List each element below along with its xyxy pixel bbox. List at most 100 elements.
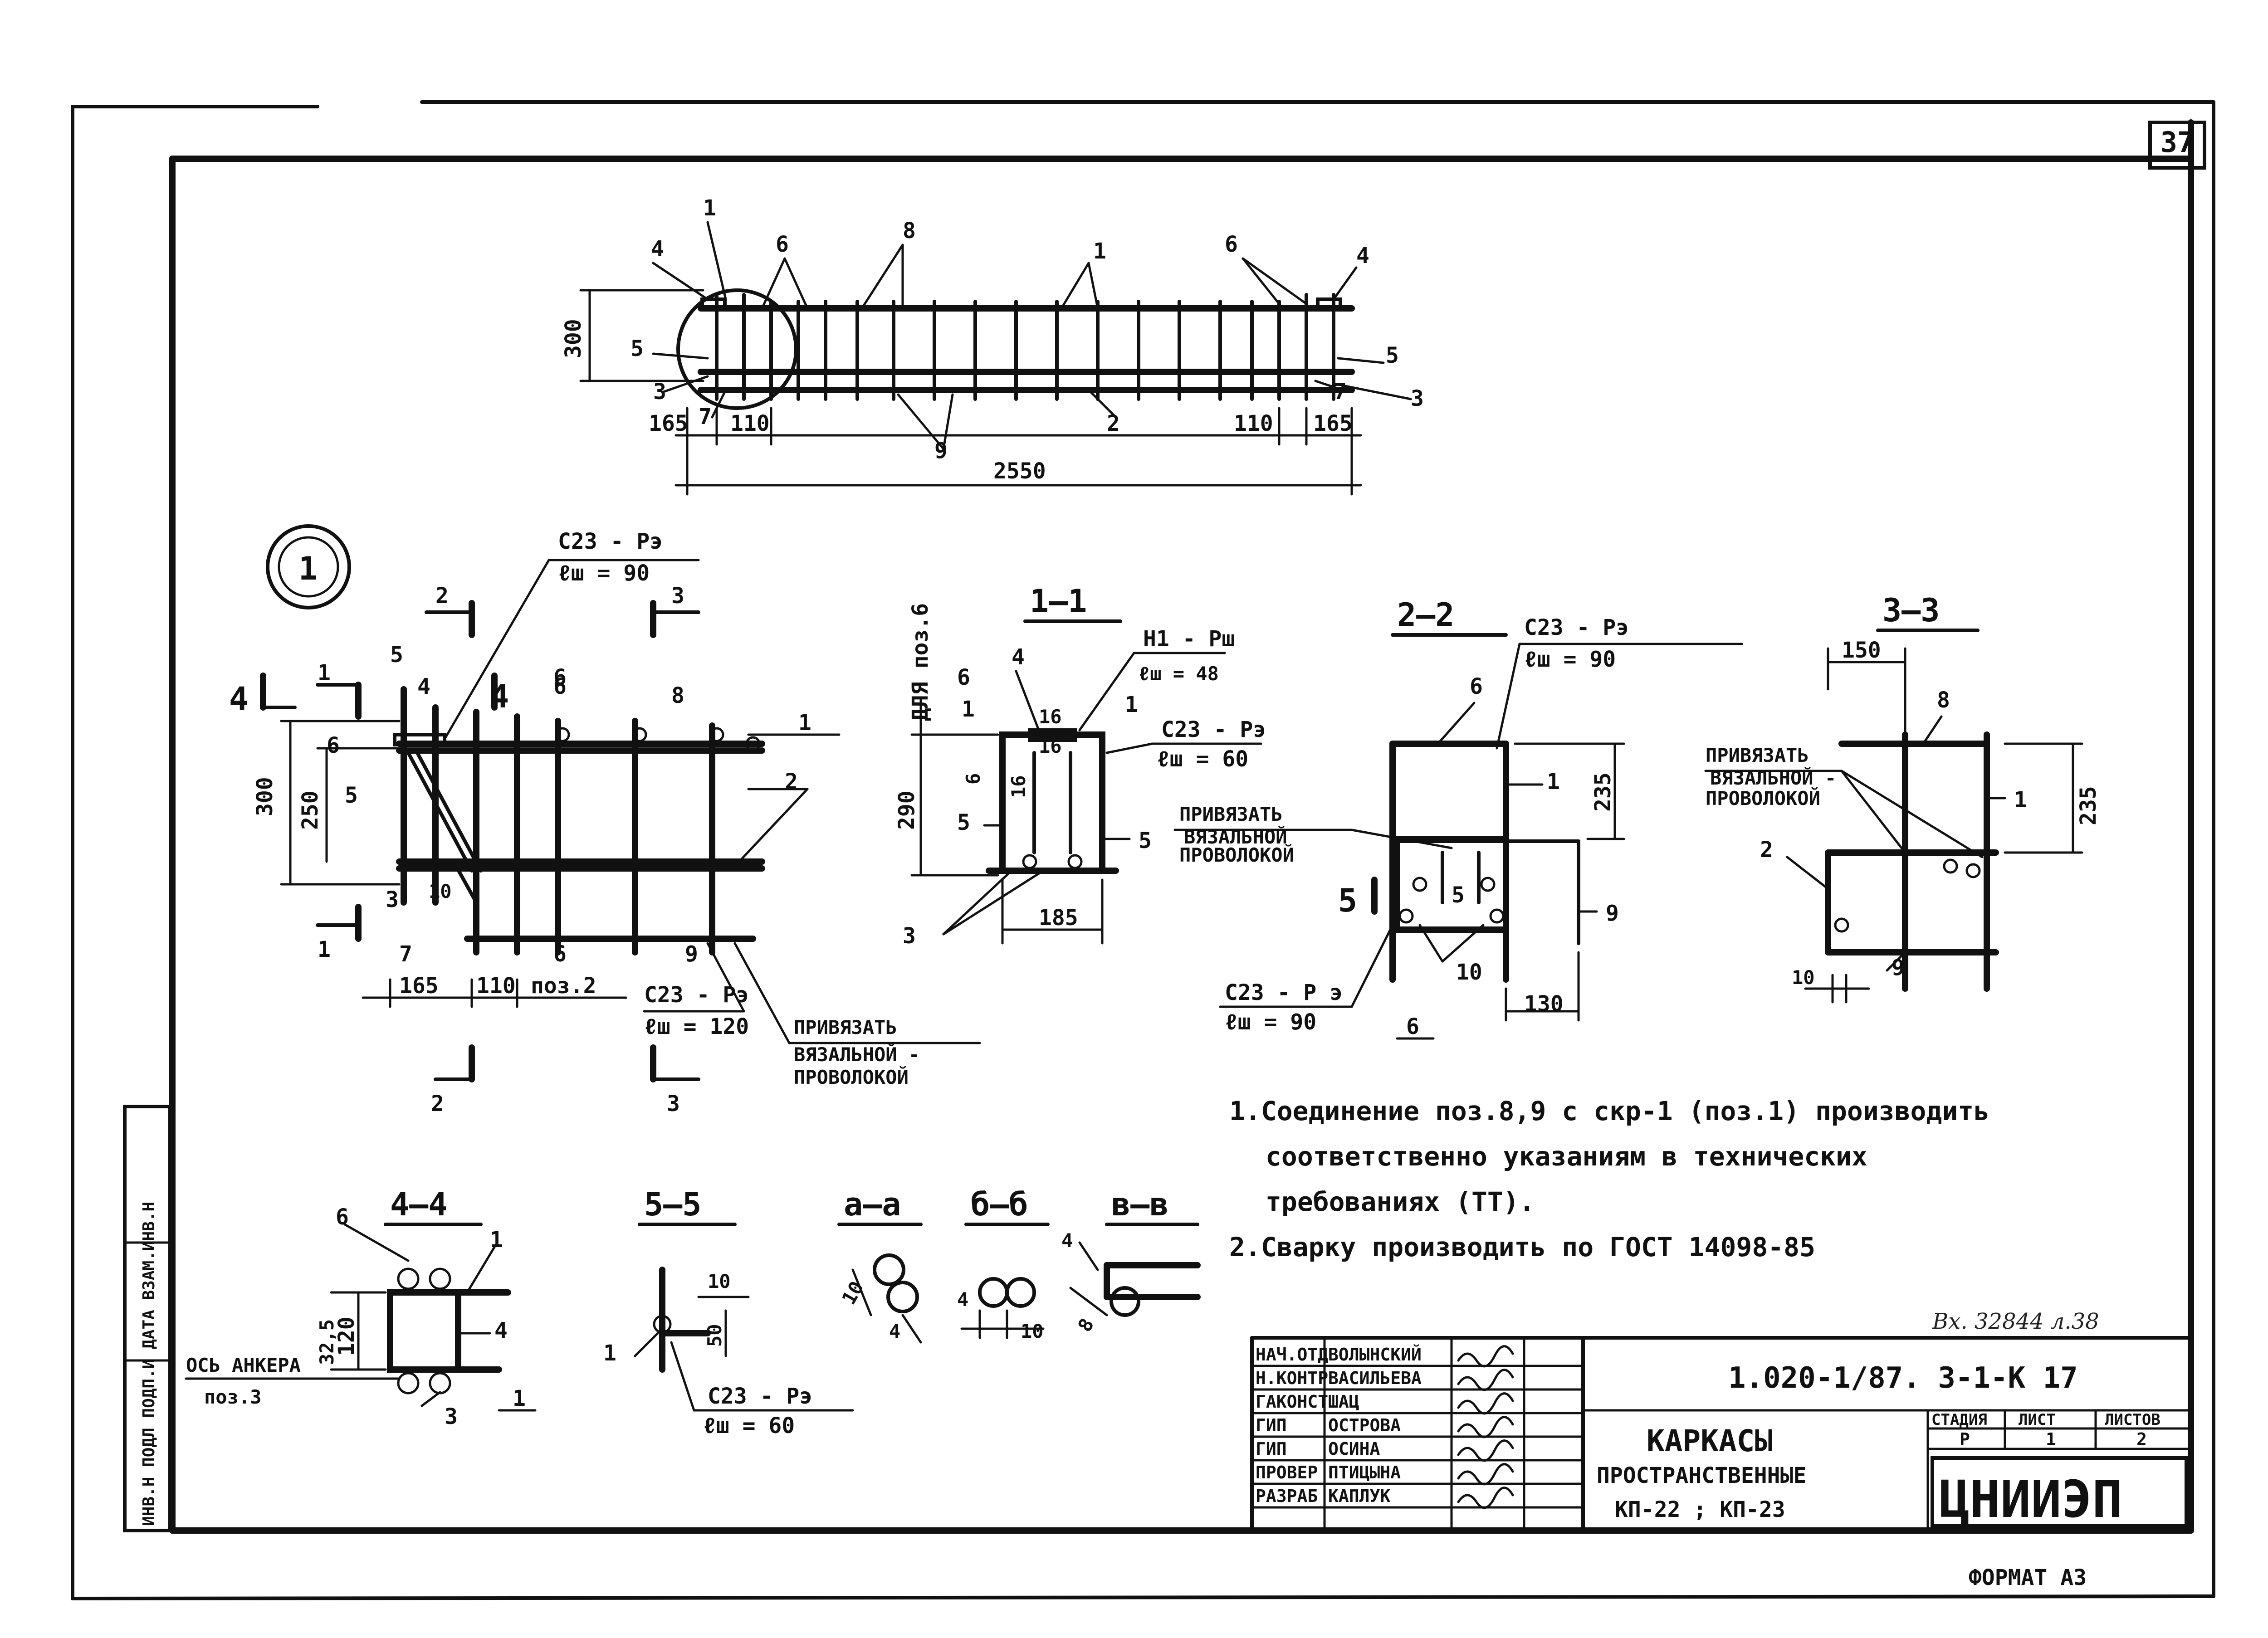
callout: 8 xyxy=(671,683,684,708)
top-dim-total: 2550 xyxy=(993,458,1046,484)
callout: 4 xyxy=(1356,243,1369,268)
callout: 9 xyxy=(1606,901,1619,926)
section-2-2: 2—2 235 130 С23 - Рэ ℓш = 90 С23 - Р э ℓ… xyxy=(1173,596,1743,1040)
anchor-axis-label: ОСЬ АНКЕРА xyxy=(186,1354,301,1376)
section-1-1-height: 290 xyxy=(894,790,919,830)
signature-role: РАЗРАБ xyxy=(1256,1486,1318,1506)
callout: 6 xyxy=(553,665,567,690)
detail-circle-1 xyxy=(676,288,798,410)
section-1-1-weld2-length: ℓш = 60 xyxy=(1157,746,1248,772)
section-2-2-weld2: С23 - Р э xyxy=(1225,980,1343,1005)
handwritten-signatures xyxy=(1457,1345,1514,1509)
section-3-3-tie-line1: ПРИВЯЗАТЬ xyxy=(1706,744,1809,766)
org-logo: ЦНИИЭП xyxy=(1939,1470,2123,1529)
section-3-3-title: 3—3 xyxy=(1882,592,1940,629)
callout: 5 xyxy=(957,810,970,835)
section-mark: 3 xyxy=(671,583,684,609)
dim: 4 xyxy=(889,1320,900,1342)
weld-note-top: С23 - Рэ xyxy=(558,529,663,554)
callout: 7 xyxy=(1334,379,1347,405)
top-dim-r2: 165 xyxy=(1313,411,1353,436)
detail1-dim-250: 250 xyxy=(298,790,323,830)
doc-code: 1.020-1/87. 3-1-К 17 xyxy=(1728,1361,2078,1395)
section-1-1-side-label: ДЛЯ поз.6 xyxy=(908,603,933,721)
weld-note-bottom: С23 - Рэ xyxy=(644,982,749,1008)
callout: 3 xyxy=(653,379,666,405)
signature-role: НАЧ.ОТД xyxy=(1256,1345,1328,1365)
section-1-1-weld2: С23 - Рэ xyxy=(1161,717,1266,742)
callout: 6 xyxy=(336,1204,349,1230)
stage-header: СТАДИЯ xyxy=(1931,1411,1987,1429)
sheets-total: 2 xyxy=(2136,1429,2147,1449)
callout: 1 xyxy=(1547,769,1560,795)
callout: 5 xyxy=(1338,882,1357,919)
callout: 3 xyxy=(386,887,399,912)
callout: 1 xyxy=(798,710,811,736)
callout: 6 xyxy=(957,665,970,690)
section-mark: 3 xyxy=(667,1091,680,1116)
sheet-header: ЛИСТ xyxy=(2019,1411,2056,1429)
callout: 1 xyxy=(603,1341,616,1366)
callout: 5 xyxy=(631,336,644,361)
section-2-2-height: 235 xyxy=(1590,772,1616,812)
section-1-1-title: 1—1 xyxy=(1030,583,1087,620)
callout: 1 xyxy=(1093,239,1106,264)
section-b-b: б—б 4 10 xyxy=(957,1186,1050,1342)
callout: 5 xyxy=(1386,343,1399,368)
section-4-4-title: 4—4 xyxy=(390,1186,447,1223)
section-2-2-tie-line3: ПРОВОЛОКОЙ xyxy=(1179,843,1294,866)
section-4-4-height: 120 xyxy=(334,1316,359,1356)
section-4-4: 4—4 120 32,5 ОСЬ АНКЕРА поз.3 6 1 4 3 1 xyxy=(185,1186,537,1429)
detail1-dim-poz2: поз.2 xyxy=(531,973,596,999)
callout: 2 xyxy=(785,769,798,795)
signature-role: ГИП xyxy=(1256,1415,1287,1435)
callout: 3 xyxy=(445,1404,458,1429)
note-line-3: требованиях (ТТ). xyxy=(1266,1186,1535,1217)
callout: 4 xyxy=(494,1318,508,1343)
callout: 6 xyxy=(776,232,789,257)
signature-name: ОСТРОВА xyxy=(1328,1415,1401,1435)
callout: 5 xyxy=(1139,828,1152,853)
page-number: 37 xyxy=(2160,126,2195,159)
note-line-4: 2.Сварку производить по ГОСТ 14098-85 xyxy=(1229,1232,1815,1263)
section-2-2-weld1: С23 - Рэ xyxy=(1524,615,1629,640)
signature-name: ОСИНА xyxy=(1328,1439,1380,1459)
section-2-2-width: 130 xyxy=(1524,991,1564,1017)
top-dim-l2: 110 xyxy=(730,411,770,436)
callout: 6 xyxy=(1406,1014,1419,1039)
callout: 1 xyxy=(703,195,716,221)
signature-role: ГАКОНСТ xyxy=(1256,1392,1328,1412)
section-b-b-title: б—б xyxy=(971,1186,1028,1223)
section-4-4-offset: 32,5 xyxy=(316,1319,338,1365)
callout: 1 xyxy=(962,697,975,722)
section-v-v: в—в 4 8 xyxy=(1061,1186,1201,1336)
callout: 6 xyxy=(327,733,340,758)
callout: 5 xyxy=(1452,882,1465,908)
callout: 5 xyxy=(345,783,358,808)
tie-note-line1: ПРИВЯЗАТЬ xyxy=(794,1016,897,1038)
section-2-2-title: 2—2 xyxy=(1397,596,1454,634)
section-3-3-dim-10: 10 xyxy=(1792,966,1815,989)
callout: 2 xyxy=(1760,837,1773,863)
section-5-5-weld: С23 - Рэ xyxy=(708,1384,812,1409)
top-view-height-dim: 300 xyxy=(561,319,586,358)
signature-role: Н.КОНТР xyxy=(1256,1368,1328,1388)
signature-name: ШАЦ xyxy=(1328,1392,1359,1412)
left-strip-labels: ИНВ.Н ПОДЛ ПОДП.И ДАТА ВЗАМ.ИНВ.Н xyxy=(140,1202,158,1526)
callout: 9 xyxy=(685,941,698,967)
section-5-5-weld-length: ℓш = 60 xyxy=(703,1413,795,1438)
signature-role: ГИП xyxy=(1256,1439,1287,1459)
callout: 1 xyxy=(1125,692,1138,717)
section-5-5: 5—5 10 50 1 С23 - Рэ ℓш = 60 xyxy=(603,1186,854,1438)
section-mark: 4 xyxy=(229,680,248,717)
section-3-3-tie-line3: ПРОВОЛОКОЙ xyxy=(1706,787,1820,809)
detail-marker-outer xyxy=(266,524,351,609)
callout: 4 xyxy=(651,236,664,262)
callout: 10 xyxy=(1456,960,1482,985)
section-2-2-weld2-length: ℓш = 90 xyxy=(1225,1009,1316,1035)
callout: 1 xyxy=(513,1386,526,1411)
callout: 6 xyxy=(1225,232,1238,257)
callout: 4 xyxy=(1012,644,1025,670)
callout: 6 xyxy=(1470,674,1483,699)
detail-1: 1 2 3 4 4 xyxy=(229,524,981,1116)
